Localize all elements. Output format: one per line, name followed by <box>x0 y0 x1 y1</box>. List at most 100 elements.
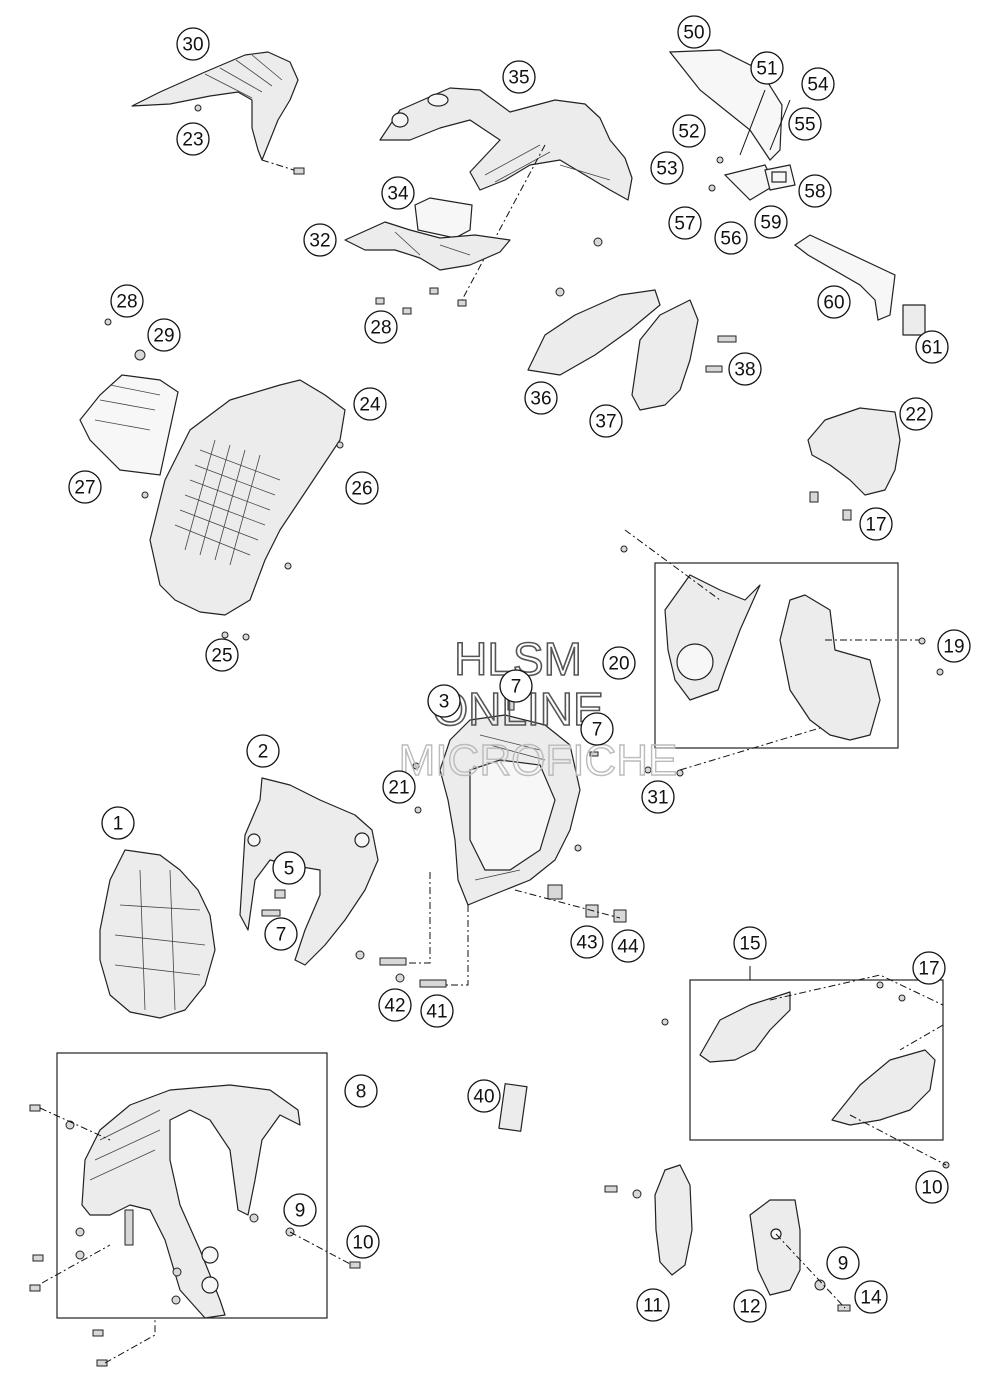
callout-circle <box>68 470 102 504</box>
callout-c23: 23 <box>176 122 210 156</box>
callout-circle <box>353 387 387 421</box>
callout-c12: 12 <box>733 1289 767 1323</box>
callout-number: 2 <box>258 742 269 763</box>
callout-c22: 22 <box>899 397 933 431</box>
fasteners-group <box>355 884 627 988</box>
part-1-headlight-mask <box>99 849 216 1019</box>
callout-c61: 61 <box>915 330 949 364</box>
group-20-frame <box>620 529 944 777</box>
callout-circle <box>915 330 949 364</box>
callout-number: 51 <box>756 59 777 80</box>
callout-circle <box>570 925 604 959</box>
callout-circle <box>303 223 337 257</box>
callout-c14: 14 <box>854 1280 888 1314</box>
callout-number: 11 <box>643 1296 663 1317</box>
part-3-frame <box>395 699 599 986</box>
callout-circle <box>176 122 210 156</box>
callout-number: 7 <box>276 925 287 946</box>
callout-circle <box>733 926 767 960</box>
part-22-cover <box>807 407 901 521</box>
callout-number: 17 <box>918 959 939 980</box>
callout-c30: 30 <box>176 27 210 61</box>
callout-number: 52 <box>678 122 699 143</box>
part-12-cover <box>749 1199 851 1312</box>
callout-number: 42 <box>384 996 405 1017</box>
callout-number: 29 <box>153 326 174 347</box>
callout-number: 23 <box>182 130 203 151</box>
callout-number: 59 <box>760 213 781 234</box>
part-30-seat-cowl <box>131 51 305 175</box>
callout-circle <box>589 404 623 438</box>
callout-c53: 53 <box>650 151 684 185</box>
callout-circle <box>381 176 415 210</box>
callout-circle <box>283 1193 317 1227</box>
callout-circle <box>801 67 835 101</box>
callout-c7b: 7 <box>580 712 614 746</box>
part-11-trim <box>604 1164 693 1276</box>
callout-c60: 60 <box>817 285 851 319</box>
part-24-airbox-cover <box>141 379 346 641</box>
callout-circle <box>817 285 851 319</box>
callout-number: 10 <box>352 1233 373 1254</box>
part-37-side-panel <box>631 299 737 411</box>
callout-circle <box>345 471 379 505</box>
callout-number: 28 <box>370 318 391 339</box>
callout-number: 5 <box>284 859 295 880</box>
callout-c17b: 17 <box>912 951 946 985</box>
callout-number: 32 <box>309 231 330 252</box>
callout-circle <box>672 114 706 148</box>
callout-c40: 40 <box>467 1079 501 1113</box>
callout-c54: 54 <box>801 67 835 101</box>
callout-circle <box>427 684 461 718</box>
callout-circle <box>611 929 645 963</box>
callout-number: 7 <box>592 720 603 741</box>
callout-c10a: 10 <box>915 1170 949 1204</box>
callout-c9b: 9 <box>826 1246 860 1280</box>
watermark-line-3: MICROFICHE <box>399 736 678 785</box>
callout-number: 8 <box>356 1082 367 1103</box>
callout-number: 37 <box>595 412 616 433</box>
callout-c50: 50 <box>677 15 711 49</box>
callout-c55: 55 <box>788 107 822 141</box>
callout-number: 10 <box>921 1178 942 1199</box>
callout-number: 24 <box>359 395 381 416</box>
callout-c24: 24 <box>353 387 387 421</box>
callout-c43: 43 <box>570 925 604 959</box>
callout-c35: 35 <box>502 60 536 94</box>
callout-circle <box>677 15 711 49</box>
callout-number: 30 <box>182 35 203 56</box>
callout-circle <box>346 1225 380 1259</box>
callout-number: 34 <box>387 184 409 205</box>
callout-c42: 42 <box>378 988 412 1022</box>
callout-c19: 19 <box>937 629 971 663</box>
callout-number: 58 <box>804 182 825 203</box>
part-60-bracket <box>793 234 926 336</box>
callout-circle <box>524 381 558 415</box>
part-35-rear-cover <box>379 87 633 301</box>
part-61-reflector <box>902 304 926 336</box>
callout-number: 14 <box>860 1288 882 1309</box>
callout-circle <box>499 669 533 703</box>
callout-c29: 29 <box>147 318 181 352</box>
callout-number: 25 <box>211 646 232 667</box>
part-36-side-cover <box>527 237 661 376</box>
callout-c7a: 7 <box>499 669 533 703</box>
callout-number: 57 <box>674 214 695 235</box>
callout-c17a: 17 <box>859 507 893 541</box>
callout-circle <box>798 174 832 208</box>
callout-circle <box>110 284 144 318</box>
callout-circle <box>859 507 893 541</box>
callout-circle <box>420 994 454 1028</box>
callout-circle <box>912 951 946 985</box>
callout-c27: 27 <box>68 470 102 504</box>
callout-number: 28 <box>116 292 137 313</box>
callout-circle <box>636 1288 670 1322</box>
callout-circle <box>502 60 536 94</box>
callout-c3: 3 <box>427 684 461 718</box>
callout-c51: 51 <box>750 51 784 85</box>
group-15-frame <box>661 966 950 1169</box>
callout-c59: 59 <box>754 205 788 239</box>
callout-circle <box>246 734 280 768</box>
callout-circle <box>754 205 788 239</box>
callout-number: 7 <box>511 677 522 698</box>
